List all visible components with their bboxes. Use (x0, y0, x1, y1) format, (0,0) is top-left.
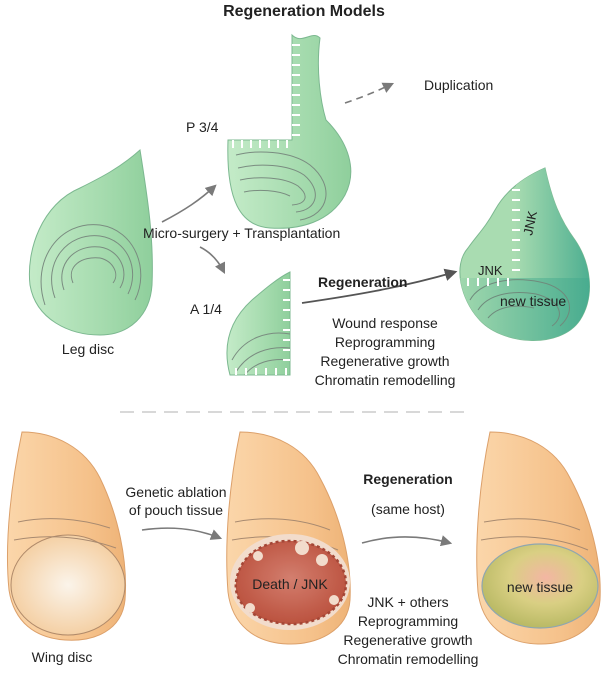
a14-cut-marks (235, 279, 290, 375)
diagram-title: Regeneration Models (223, 3, 385, 20)
duplication-label: Duplication (424, 77, 493, 93)
regenerated-leg-disc (459, 167, 590, 341)
leg-regeneration-label: Regeneration (318, 274, 407, 290)
leg-disc (28, 149, 153, 336)
leg-disc-label: Leg disc (62, 341, 114, 357)
wing-method-line2: of pouch tissue (129, 502, 223, 518)
wing-process-4: Chromatin remodelling (338, 651, 479, 667)
regenerated-wing-disc (476, 431, 601, 645)
leg-new-tissue-label: new tissue (500, 293, 566, 309)
jnk-vertical-label: JNK (520, 209, 540, 236)
wing-process-2: Reprogramming (358, 613, 458, 629)
p34-fragment (227, 33, 352, 229)
leg-process-2: Reprogramming (335, 334, 435, 350)
p34-label: P 3/4 (186, 119, 219, 135)
ablated-wing-disc (226, 431, 351, 645)
wing-same-host-label: (same host) (371, 501, 445, 517)
wing-regeneration-label: Regeneration (363, 471, 452, 487)
leg-process-3: Regenerative growth (320, 353, 449, 369)
arrow-genetic-ablation (141, 527, 223, 540)
death-jnk-label: Death / JNK (252, 576, 328, 592)
p34-cut-marks (232, 44, 300, 148)
death-zone-gaps (245, 541, 339, 613)
wing-process-3: Regenerative growth (343, 632, 472, 648)
arrow-to-duplication (344, 82, 395, 104)
leg-process-4: Chromatin remodelling (315, 372, 456, 388)
regen-junction-marks (467, 189, 520, 286)
a14-label: A 1/4 (190, 301, 222, 317)
leg-regeneration-arrow (301, 268, 458, 304)
arrow-to-p34 (161, 184, 217, 223)
wing-method-line1: Genetic ablation (125, 484, 226, 500)
wing-regeneration-arrow (361, 535, 453, 547)
arrow-to-a14 (199, 246, 226, 275)
jnk-horizontal-label: JNK (478, 263, 503, 278)
leg-process-1: Wound response (332, 315, 438, 331)
leg-method-label: Micro-surgery + Transplantation (143, 225, 340, 241)
a14-fragment (226, 271, 291, 376)
wing-new-tissue-label: new tissue (507, 579, 573, 595)
wing-disc-label: Wing disc (32, 649, 93, 665)
wing-process-1: JNK + others (367, 594, 448, 610)
new-tissue-zone (481, 543, 599, 629)
wing-disc (6, 431, 126, 641)
